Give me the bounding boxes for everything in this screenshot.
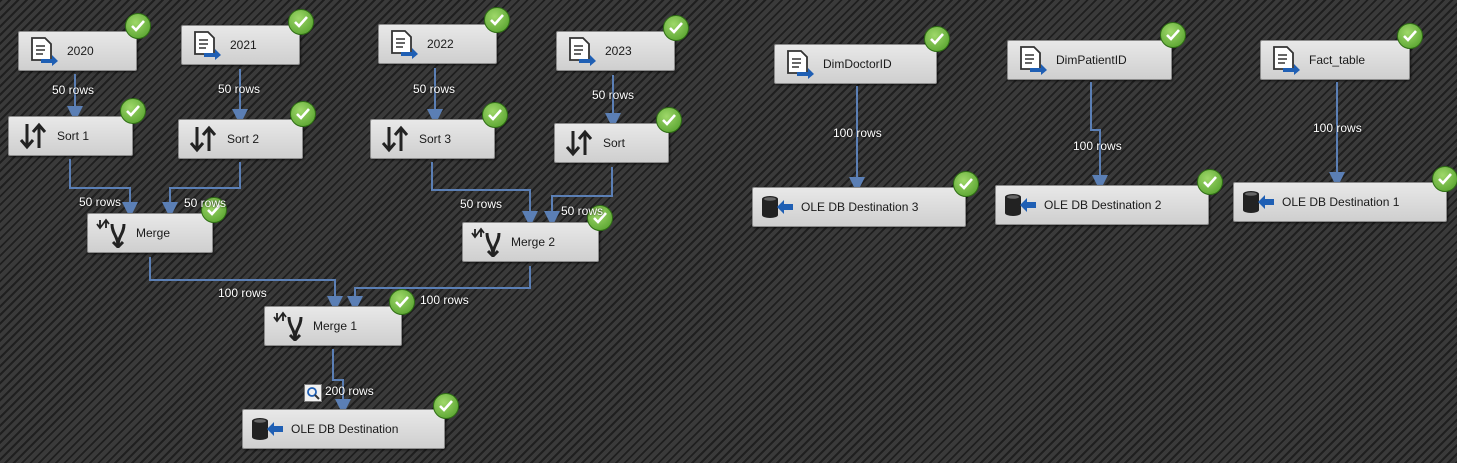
row-count-label: 100 rows	[420, 293, 469, 307]
merge-2[interactable]: Merge 2	[462, 222, 599, 262]
sort-icon	[561, 127, 597, 159]
flat-file-source-icon	[563, 35, 599, 67]
row-count-label: 50 rows	[52, 83, 95, 97]
flat-file-source-icon	[1014, 44, 1050, 76]
merge-1[interactable]: Merge 1	[264, 306, 402, 346]
row-count-label: 200 rows	[325, 384, 374, 398]
row-count-label: 100 rows	[1313, 121, 1362, 135]
task-label: OLE DB Destination 1	[1282, 195, 1400, 209]
task-label: 2021	[230, 38, 257, 52]
task-label: Sort 1	[57, 129, 90, 143]
flat-file-source-icon	[25, 35, 61, 67]
sort-3[interactable]: Sort 3	[370, 119, 495, 159]
row-count-label: 50 rows	[460, 197, 503, 211]
success-check-icon	[290, 101, 316, 127]
merge[interactable]: Merge	[87, 213, 213, 253]
success-check-icon	[389, 289, 415, 315]
ole-db-destination-3[interactable]: OLE DB Destination 3	[752, 187, 966, 227]
row-count-label: 50 rows	[184, 196, 227, 210]
success-check-icon	[288, 9, 314, 35]
success-check-icon	[1397, 23, 1423, 49]
success-check-icon	[656, 107, 682, 133]
ole-db-destination-icon	[1240, 186, 1276, 218]
source-dim-patient-id[interactable]: DimPatientID	[1007, 40, 1172, 80]
sort-icon	[377, 123, 413, 155]
success-check-icon	[120, 98, 146, 124]
task-label: 2023	[605, 44, 632, 58]
ole-db-destination-icon	[759, 191, 795, 223]
source-2021[interactable]: 2021	[181, 25, 300, 65]
merge-icon	[469, 226, 505, 258]
sort-2[interactable]: Sort 2	[178, 119, 303, 159]
task-label: Sort 3	[419, 132, 452, 146]
success-check-icon	[482, 102, 508, 128]
task-label: Merge 2	[511, 235, 556, 249]
row-count-label: 50 rows	[218, 82, 261, 96]
success-check-icon	[125, 13, 151, 39]
row-count-label: 50 rows	[592, 88, 635, 102]
source-dim-doctor-id[interactable]: DimDoctorID	[774, 44, 937, 84]
source-2020[interactable]: 2020	[18, 31, 137, 71]
row-count-label: 100 rows	[1073, 139, 1122, 153]
task-label: OLE DB Destination 2	[1044, 198, 1162, 212]
ole-db-destination-icon	[1002, 189, 1038, 221]
task-label: DimDoctorID	[823, 57, 892, 71]
sort-1[interactable]: Sort 1	[8, 116, 133, 156]
row-count-label: 50 rows	[413, 82, 456, 96]
success-check-icon	[663, 15, 689, 41]
success-check-icon	[1160, 22, 1186, 48]
path-merge1-oledest	[332, 349, 351, 415]
sort-icon	[15, 120, 51, 152]
success-check-icon	[1197, 169, 1223, 195]
data-viewer-icon[interactable]	[304, 384, 322, 402]
task-label: DimPatientID	[1056, 53, 1127, 67]
ole-db-destination-2[interactable]: OLE DB Destination 2	[995, 185, 1209, 225]
flat-file-source-icon	[781, 48, 817, 80]
task-label: Fact_table	[1309, 53, 1366, 67]
sort[interactable]: Sort	[554, 123, 669, 163]
success-check-icon	[201, 197, 227, 223]
merge-icon	[271, 310, 307, 342]
task-label: OLE DB Destination	[291, 422, 399, 436]
merge-icon	[94, 217, 130, 249]
source-fact-table[interactable]: Fact_table	[1260, 40, 1410, 80]
task-label: OLE DB Destination 3	[801, 200, 919, 214]
row-count-label: 50 rows	[79, 195, 122, 209]
ole-db-destination-1[interactable]: OLE DB Destination 1	[1233, 182, 1447, 222]
source-2022[interactable]: 2022	[378, 24, 497, 64]
success-check-icon	[1432, 166, 1457, 192]
sort-icon	[185, 123, 221, 155]
flat-file-source-icon	[385, 28, 421, 60]
success-check-icon	[587, 205, 613, 231]
ole-db-destination[interactable]: OLE DB Destination	[242, 409, 445, 449]
task-label: Sort 2	[227, 132, 260, 146]
success-check-icon	[484, 7, 510, 33]
source-2023[interactable]: 2023	[556, 31, 675, 71]
success-check-icon	[433, 393, 459, 419]
task-label: 2022	[427, 37, 454, 51]
row-count-label: 100 rows	[218, 286, 267, 300]
task-label: Sort	[603, 136, 626, 150]
ole-db-destination-icon	[249, 413, 285, 445]
flat-file-source-icon	[1267, 44, 1303, 76]
flat-file-source-icon	[188, 29, 224, 61]
path-patient-dest2	[1090, 82, 1108, 191]
success-check-icon	[953, 171, 979, 197]
task-label: 2020	[67, 44, 94, 58]
task-label: Merge	[136, 226, 171, 240]
row-count-label: 100 rows	[833, 126, 882, 140]
success-check-icon	[924, 26, 950, 52]
task-label: Merge 1	[313, 319, 358, 333]
row-count-label: 50 rows	[561, 204, 604, 218]
